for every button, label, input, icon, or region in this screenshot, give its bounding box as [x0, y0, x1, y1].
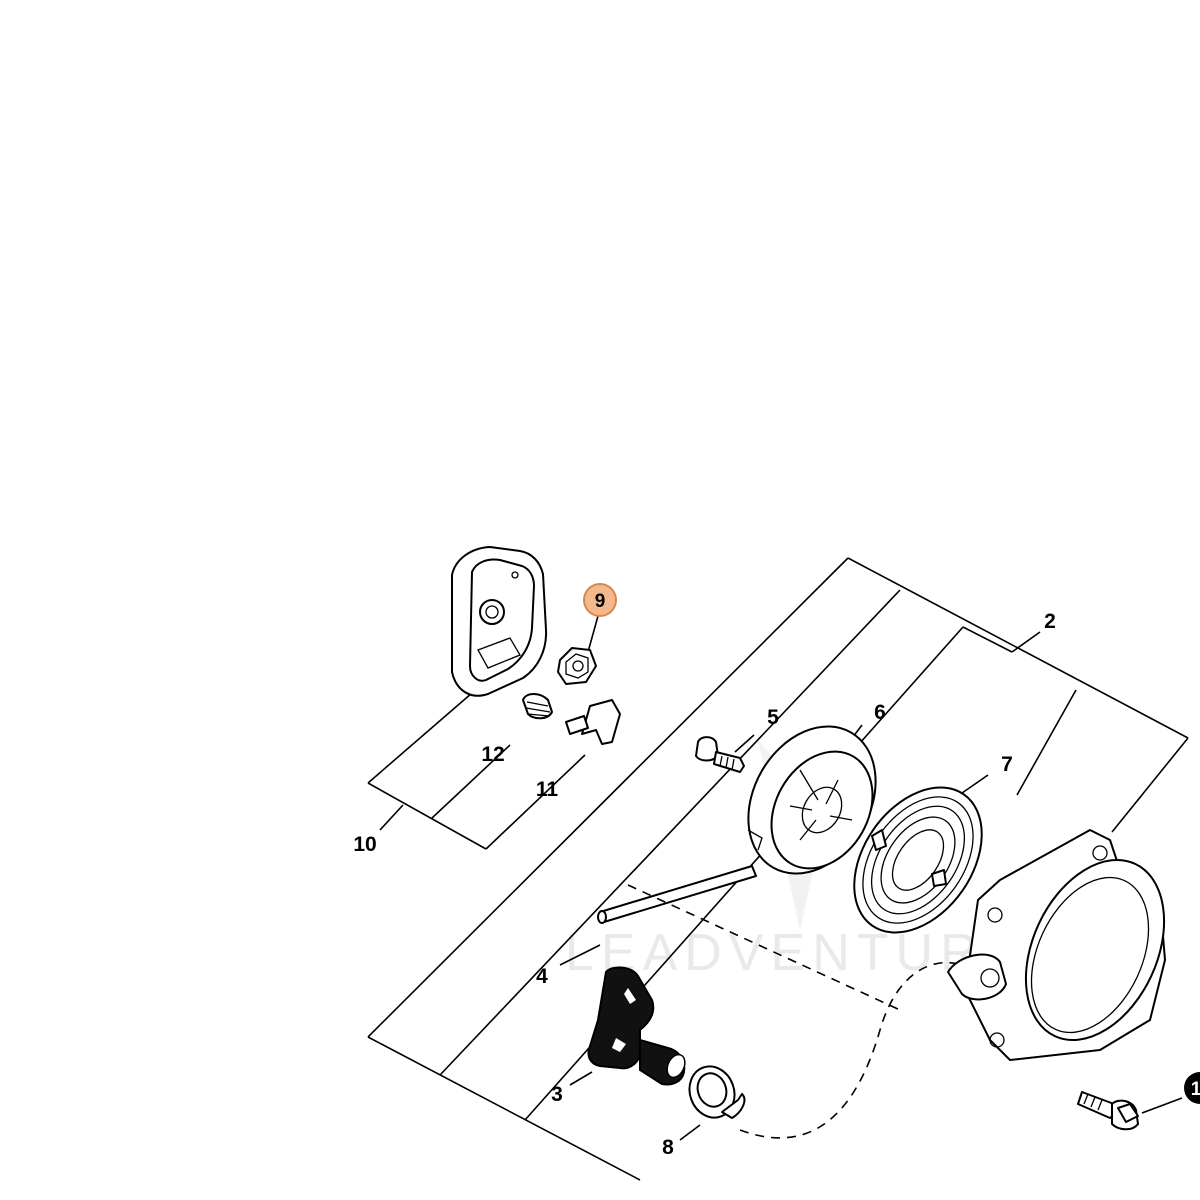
callout-5[interactable]: 5 — [767, 706, 779, 729]
callout-7[interactable]: 7 — [1001, 753, 1013, 776]
callout-12[interactable]: 12 — [481, 743, 504, 766]
rope-reel-part — [747, 725, 877, 875]
callout-6[interactable]: 6 — [874, 701, 886, 724]
watermark-text: LEADVENTURE — [565, 924, 1026, 982]
bolt-part — [1077, 1091, 1139, 1131]
callout-8[interactable]: 8 — [662, 1136, 674, 1159]
callout-1-badge-group[interactable]: 1 — [1184, 1072, 1200, 1104]
cover-plate-part — [451, 546, 548, 697]
callout-labels: 9 2 5 6 7 12 11 10 4 3 8 1 — [353, 583, 1200, 1159]
callout-4[interactable]: 4 — [536, 965, 548, 988]
callout-group-10-frame — [367, 692, 586, 850]
screw-part — [695, 736, 745, 773]
callout-11[interactable]: 11 — [536, 778, 559, 801]
starter-housing-part — [947, 829, 1166, 1061]
callout-1-badge — [1184, 1072, 1200, 1104]
spring-part — [522, 693, 553, 720]
callout-3[interactable]: 3 — [551, 1083, 563, 1106]
callout-9: 9 — [595, 591, 606, 612]
pawl-part — [565, 699, 621, 745]
grommet-part — [688, 1065, 746, 1119]
starter-handle-part — [587, 966, 686, 1086]
callout-9-badge — [583, 583, 617, 617]
callout-1: 1 — [1191, 1079, 1200, 1100]
callout-group-2-frame — [367, 557, 1189, 1181]
callout-9-highlight[interactable]: 9 — [583, 583, 617, 617]
callout-10[interactable]: 10 — [353, 833, 376, 856]
rope-part — [597, 865, 981, 1139]
callout-2[interactable]: 2 — [1044, 610, 1056, 633]
recoil-spring-part — [853, 786, 983, 934]
nut-part — [557, 647, 597, 685]
